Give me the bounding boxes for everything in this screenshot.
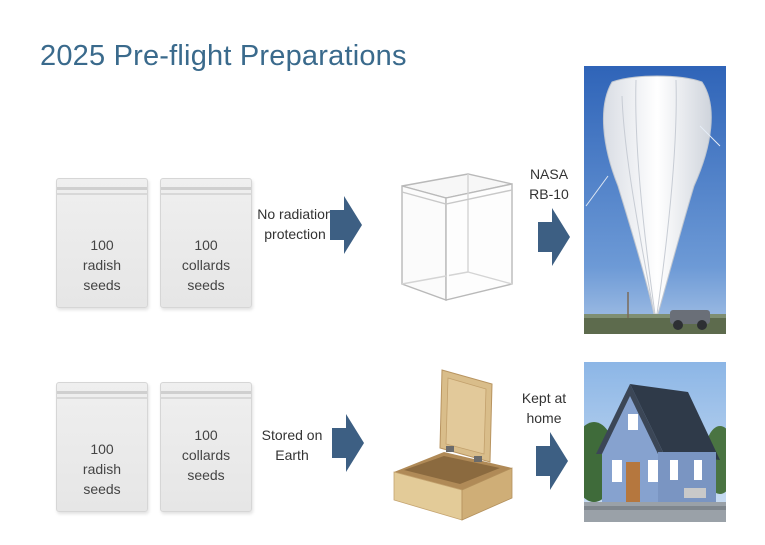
packet-seal: [57, 193, 147, 195]
packet-label: 100 radish seeds: [57, 439, 147, 499]
caption-line: RB-10: [529, 186, 569, 202]
page-title: 2025 Pre-flight Preparations: [40, 40, 407, 72]
blue-house-image: [584, 362, 726, 522]
packet-crop: radish: [82, 257, 122, 274]
caption-line: protection: [264, 226, 326, 242]
packet-label: 100 collards seeds: [161, 425, 251, 485]
packet-seal: [57, 187, 147, 190]
packet-count: 100: [194, 427, 218, 444]
right-arrow-icon: [538, 208, 570, 266]
packet-seal: [161, 397, 251, 399]
packet-unit: seeds: [187, 277, 225, 294]
packet-label: 100 radish seeds: [57, 235, 147, 295]
right-arrow-icon: [332, 414, 364, 472]
stored-on-earth-caption: Stored on Earth: [252, 425, 332, 465]
packet-unit: seeds: [187, 467, 225, 484]
right-arrow-icon: [536, 432, 568, 490]
caption-line: Kept at: [521, 390, 567, 406]
collards-seed-packet: 100 collards seeds: [160, 382, 252, 512]
nasa-rb10-caption: NASA RB-10: [520, 164, 578, 204]
packet-count: 100: [194, 237, 218, 254]
high-altitude-balloon-image: [584, 66, 726, 334]
kept-at-home-caption: Kept at home: [516, 388, 572, 428]
radish-seed-packet: 100 radish seeds: [56, 178, 148, 308]
packet-count: 100: [90, 441, 114, 458]
packet-crop: collards: [181, 257, 231, 274]
packet-unit: seeds: [83, 277, 121, 294]
packet-seal: [161, 391, 251, 394]
collards-seed-packet: 100 collards seeds: [160, 178, 252, 308]
packet-seal: [57, 397, 147, 399]
packet-crop: radish: [82, 461, 122, 478]
radish-seed-packet: 100 radish seeds: [56, 382, 148, 512]
packet-seal: [161, 187, 251, 190]
caption-line: Earth: [275, 447, 309, 463]
caption-line: Stored on: [261, 427, 323, 443]
clear-acrylic-box-image: [401, 173, 513, 301]
no-radiation-caption: No radiation protection: [250, 204, 340, 244]
caption-line: home: [526, 410, 562, 426]
right-arrow-icon: [330, 196, 362, 254]
packet-count: 100: [90, 237, 114, 254]
caption-line: No radiation: [257, 206, 333, 222]
packet-crop: collards: [181, 447, 231, 464]
packet-label: 100 collards seeds: [161, 235, 251, 295]
caption-line: NASA: [529, 166, 569, 182]
packet-unit: seeds: [83, 481, 121, 498]
wooden-box-image: [393, 369, 513, 521]
packet-seal: [57, 391, 147, 394]
packet-seal: [161, 193, 251, 195]
